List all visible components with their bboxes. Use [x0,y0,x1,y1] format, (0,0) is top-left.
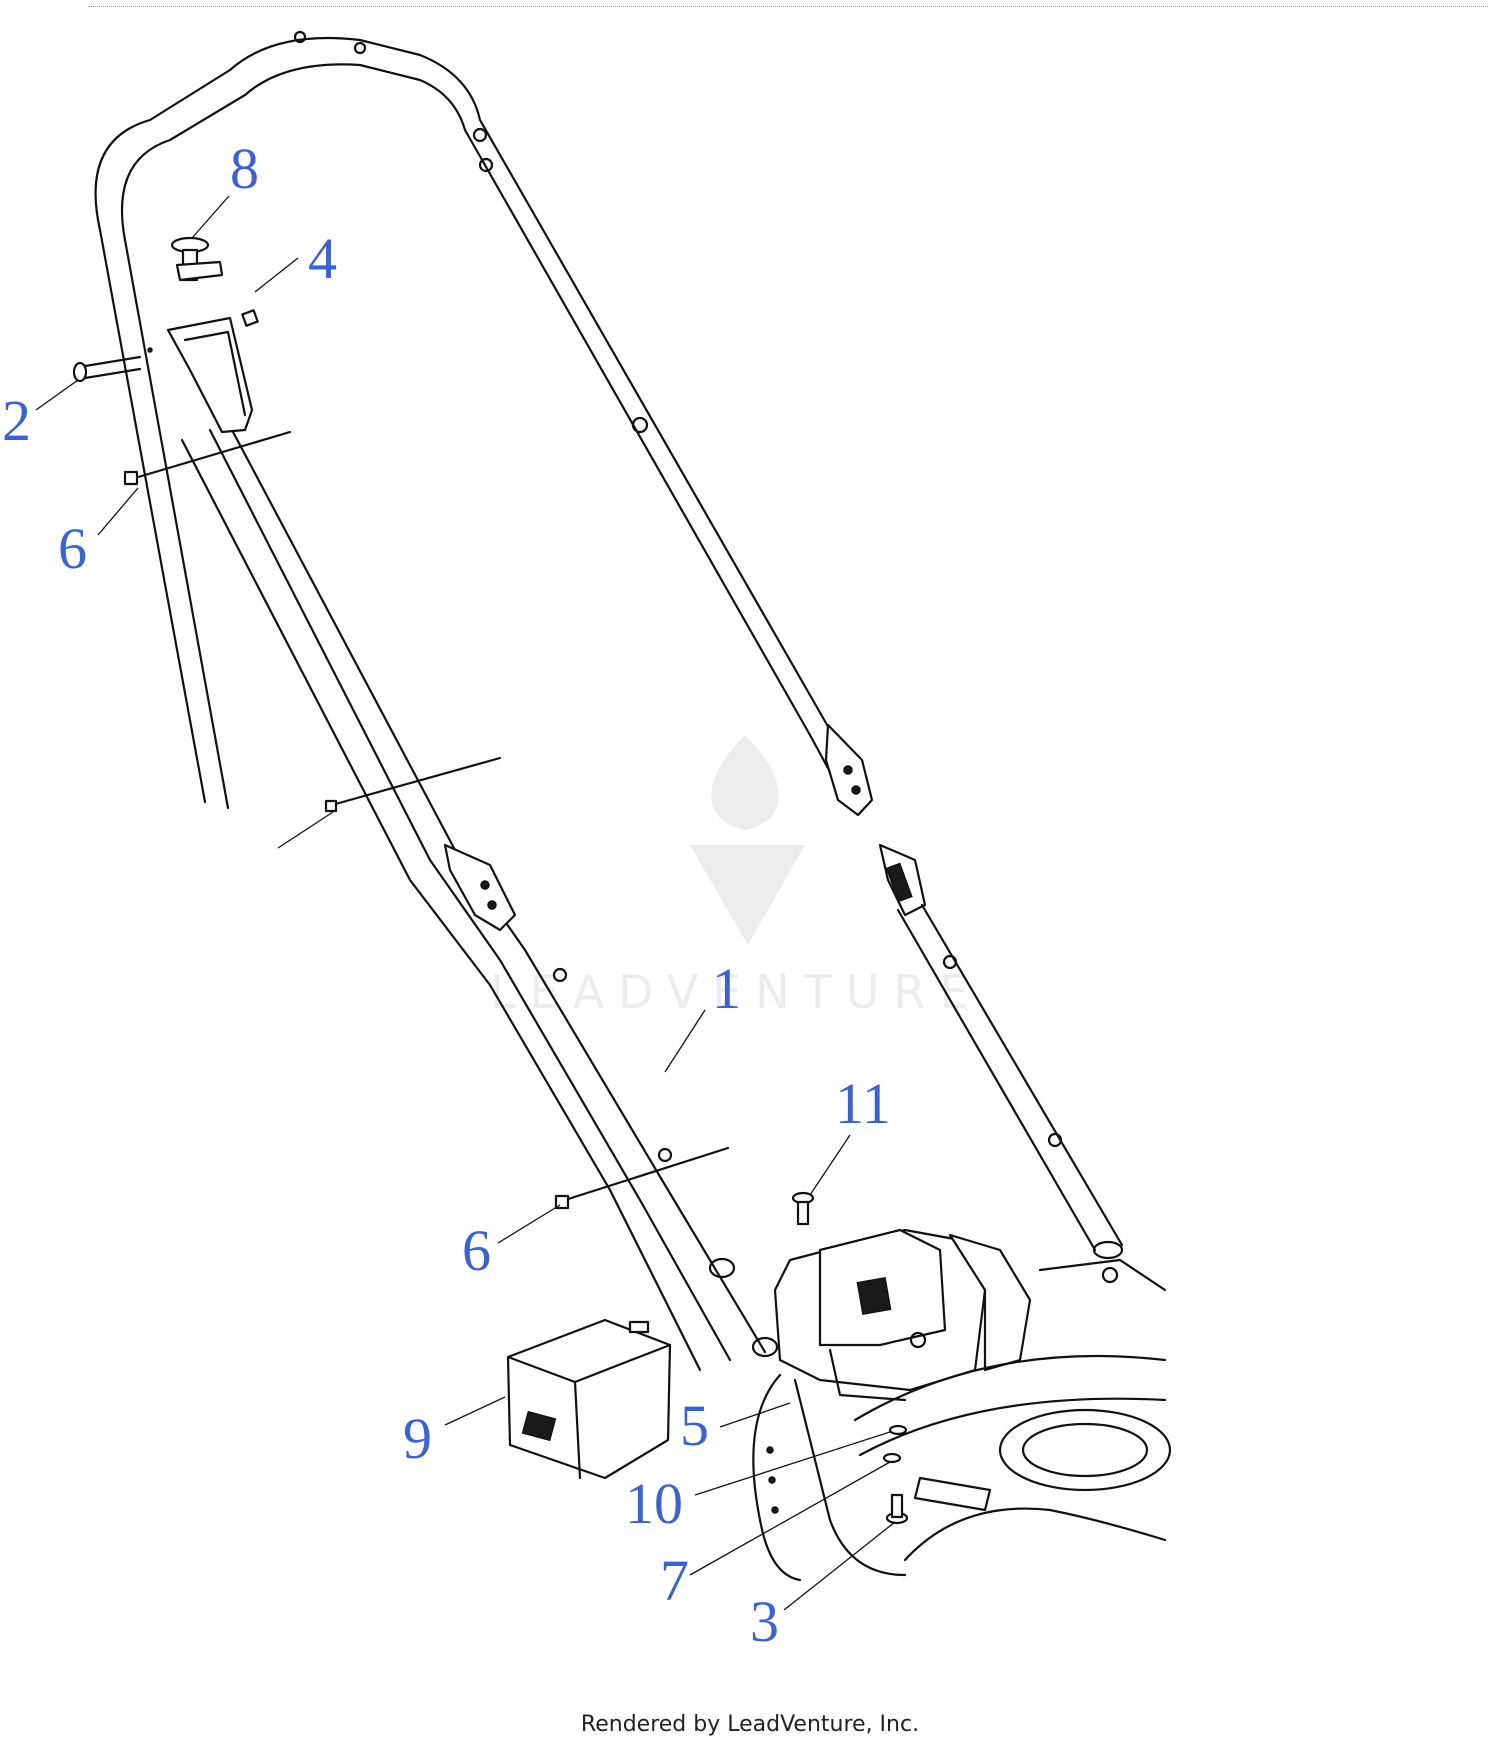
callout-4: 4 [308,226,337,291]
upper-handle [94,30,874,817]
callout-5: 5 [680,1393,709,1458]
left-lower-handle [180,428,779,1372]
bolt [72,347,153,383]
callout-6-lower: 6 [462,1218,491,1283]
footer-credit: Rendered by LeadVenture, Inc. [580,1712,920,1737]
callout-7: 7 [660,1548,689,1613]
bolt-7 [882,1452,902,1464]
watermark-text: LEADVENTURE [490,965,983,1019]
screw-3 [885,1493,909,1525]
watermark-logo-icon [690,735,805,945]
mower-deck [752,1258,1172,1582]
callout-8: 8 [230,136,259,201]
callout-10: 10 [625,1471,683,1536]
callout-1: 1 [712,956,741,1021]
callout-6-upper: 6 [58,516,87,581]
washer [888,1424,908,1436]
motor-housing [773,1228,1032,1402]
cable-tie-middle [324,756,502,813]
top-dotted-rule [88,6,1488,7]
callout-11: 11 [835,1071,891,1136]
leader-lines [35,195,896,1611]
right-lower-handle [878,843,1124,1260]
callout-3: 3 [750,1589,779,1654]
cable-tie-upper [123,430,292,486]
cable-tie-lower [554,1146,730,1210]
key-housing [166,316,254,434]
callout-9: 9 [403,1406,432,1471]
screw-11 [791,1191,815,1226]
callout-2: 2 [2,388,31,453]
nut [241,309,259,327]
safety-key [170,236,224,282]
battery [506,1318,672,1480]
